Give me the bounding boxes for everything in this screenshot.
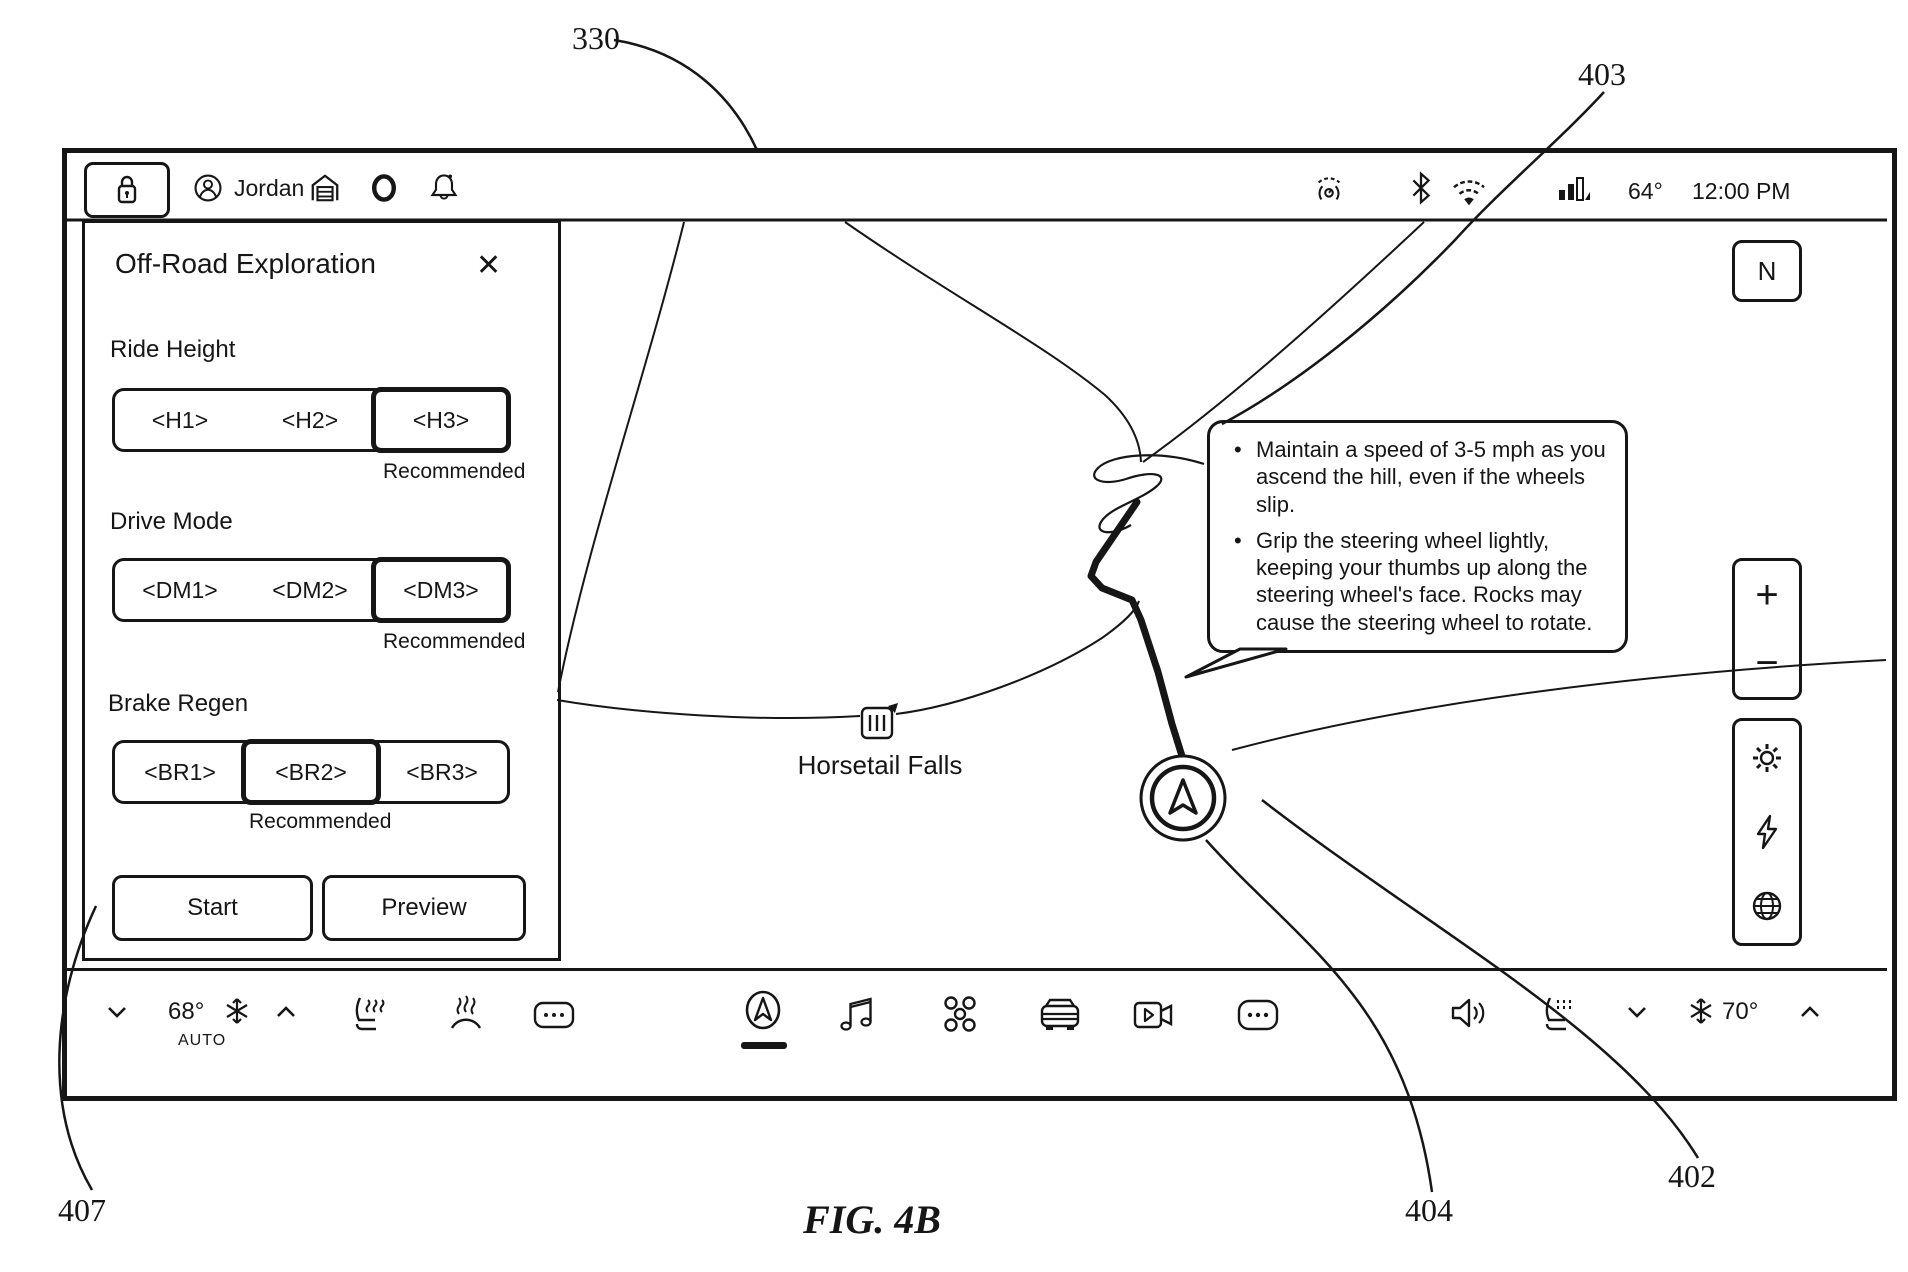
garage-icon[interactable]: [308, 172, 342, 204]
apps-grid-icon[interactable]: [938, 992, 982, 1036]
user-profile[interactable]: Jordan: [192, 172, 304, 204]
lock-button[interactable]: [84, 162, 170, 218]
lock-icon: [117, 175, 137, 204]
user-avatar-icon: [194, 174, 222, 202]
poi-label-horsetail-falls: Horsetail Falls: [797, 750, 963, 780]
notification-bell-icon[interactable]: [428, 170, 460, 204]
ref-407: 407: [58, 1192, 106, 1228]
option-dm3[interactable]: <DM3>: [371, 557, 511, 623]
option-h1[interactable]: <H1>: [151, 406, 209, 433]
option-dm1[interactable]: <DM1>: [142, 576, 218, 603]
zoom-control: + −: [1732, 558, 1802, 700]
more-apps-icon[interactable]: [1236, 998, 1280, 1032]
wifi-icon[interactable]: [1450, 176, 1488, 206]
bluetooth-icon[interactable]: [1408, 170, 1434, 206]
snowflake-icon: [226, 998, 248, 1024]
option-h3[interactable]: <H3>: [371, 387, 511, 453]
defrost-icon[interactable]: [446, 992, 486, 1034]
driver-temp-down-icon[interactable]: [103, 1000, 131, 1024]
preview-button[interactable]: Preview: [322, 875, 526, 941]
callout-bullet-2: Grip the steering wheel lightly, keeping…: [1230, 527, 1607, 636]
brake-regen-label: Brake Regen: [108, 690, 249, 717]
passenger-temp-down-icon[interactable]: [1623, 1000, 1651, 1024]
ref-403: 403: [1578, 56, 1626, 92]
drive-mode-recommended: Recommended: [383, 630, 526, 653]
ride-height-recommended: Recommended: [383, 460, 526, 483]
brake-regen-options: <BR1> <BR2> <BR3>: [112, 739, 510, 805]
ride-height-options: <H1> <H2> <H3>: [112, 387, 511, 453]
ref-404: 404: [1405, 1192, 1453, 1228]
option-br3[interactable]: <BR3>: [406, 758, 478, 785]
seat-vent-icon[interactable]: [1536, 992, 1576, 1034]
start-button[interactable]: Start: [112, 875, 313, 941]
leader-330: [613, 38, 759, 151]
ride-height-label: Ride Height: [110, 336, 236, 363]
driver-temp-up-icon[interactable]: [272, 1000, 300, 1024]
passenger-snowflake-icon: [1690, 998, 1712, 1024]
passenger-temp-up-icon[interactable]: [1796, 1000, 1824, 1024]
seat-heater-icon[interactable]: [348, 992, 388, 1034]
ref-330: 330: [572, 20, 620, 56]
map-tools-control: [1732, 718, 1802, 946]
option-br2[interactable]: <BR2>: [241, 739, 381, 805]
camera-icon[interactable]: [1132, 998, 1176, 1032]
zoom-in-button[interactable]: +: [1755, 573, 1779, 617]
zoom-out-button[interactable]: −: [1755, 641, 1779, 685]
option-h2[interactable]: <H2>: [281, 406, 339, 433]
navigation-tab-icon[interactable]: [740, 988, 786, 1036]
guidance-callout-bubble: Maintain a speed of 3-5 mph as you ascen…: [1207, 420, 1628, 653]
drive-mode-options: <DM1> <DM2> <DM3>: [112, 557, 511, 623]
drive-mode-label: Drive Mode: [110, 508, 233, 535]
compass-north-button[interactable]: N: [1732, 240, 1802, 302]
panel-title: Off-Road Exploration: [115, 248, 376, 279]
ref-402: 402: [1668, 1158, 1716, 1194]
settings-gear-icon[interactable]: [1748, 739, 1786, 777]
option-dm2[interactable]: <DM2>: [272, 576, 348, 603]
charging-bolt-icon[interactable]: [1750, 813, 1784, 851]
figure-label: FIG. 4B: [803, 1197, 941, 1242]
volume-icon[interactable]: [1448, 994, 1490, 1032]
outside-temperature: 64°: [1628, 178, 1663, 204]
callout-bullet-1: Maintain a speed of 3-5 mph as you ascen…: [1230, 436, 1607, 518]
music-icon[interactable]: [836, 994, 878, 1034]
console-controls-icon[interactable]: [532, 998, 576, 1032]
user-name: Jordan: [234, 174, 305, 201]
ring-icon[interactable]: [368, 172, 400, 204]
brake-regen-recommended: Recommended: [249, 810, 392, 833]
passenger-temperature[interactable]: 70°: [1722, 998, 1759, 1025]
close-icon[interactable]: ✕: [476, 249, 502, 282]
option-br1[interactable]: <BR1>: [144, 758, 216, 785]
hotspot-icon[interactable]: [1312, 174, 1346, 206]
cellular-signal-icon: [1559, 177, 1590, 201]
climate-auto-badge: AUTO: [178, 1032, 227, 1049]
globe-icon[interactable]: [1748, 887, 1786, 925]
driver-temperature[interactable]: 68°: [168, 998, 205, 1025]
clock: 12:00 PM: [1692, 178, 1791, 204]
vehicle-icon[interactable]: [1036, 994, 1084, 1034]
active-tab-underline: [741, 1042, 787, 1049]
